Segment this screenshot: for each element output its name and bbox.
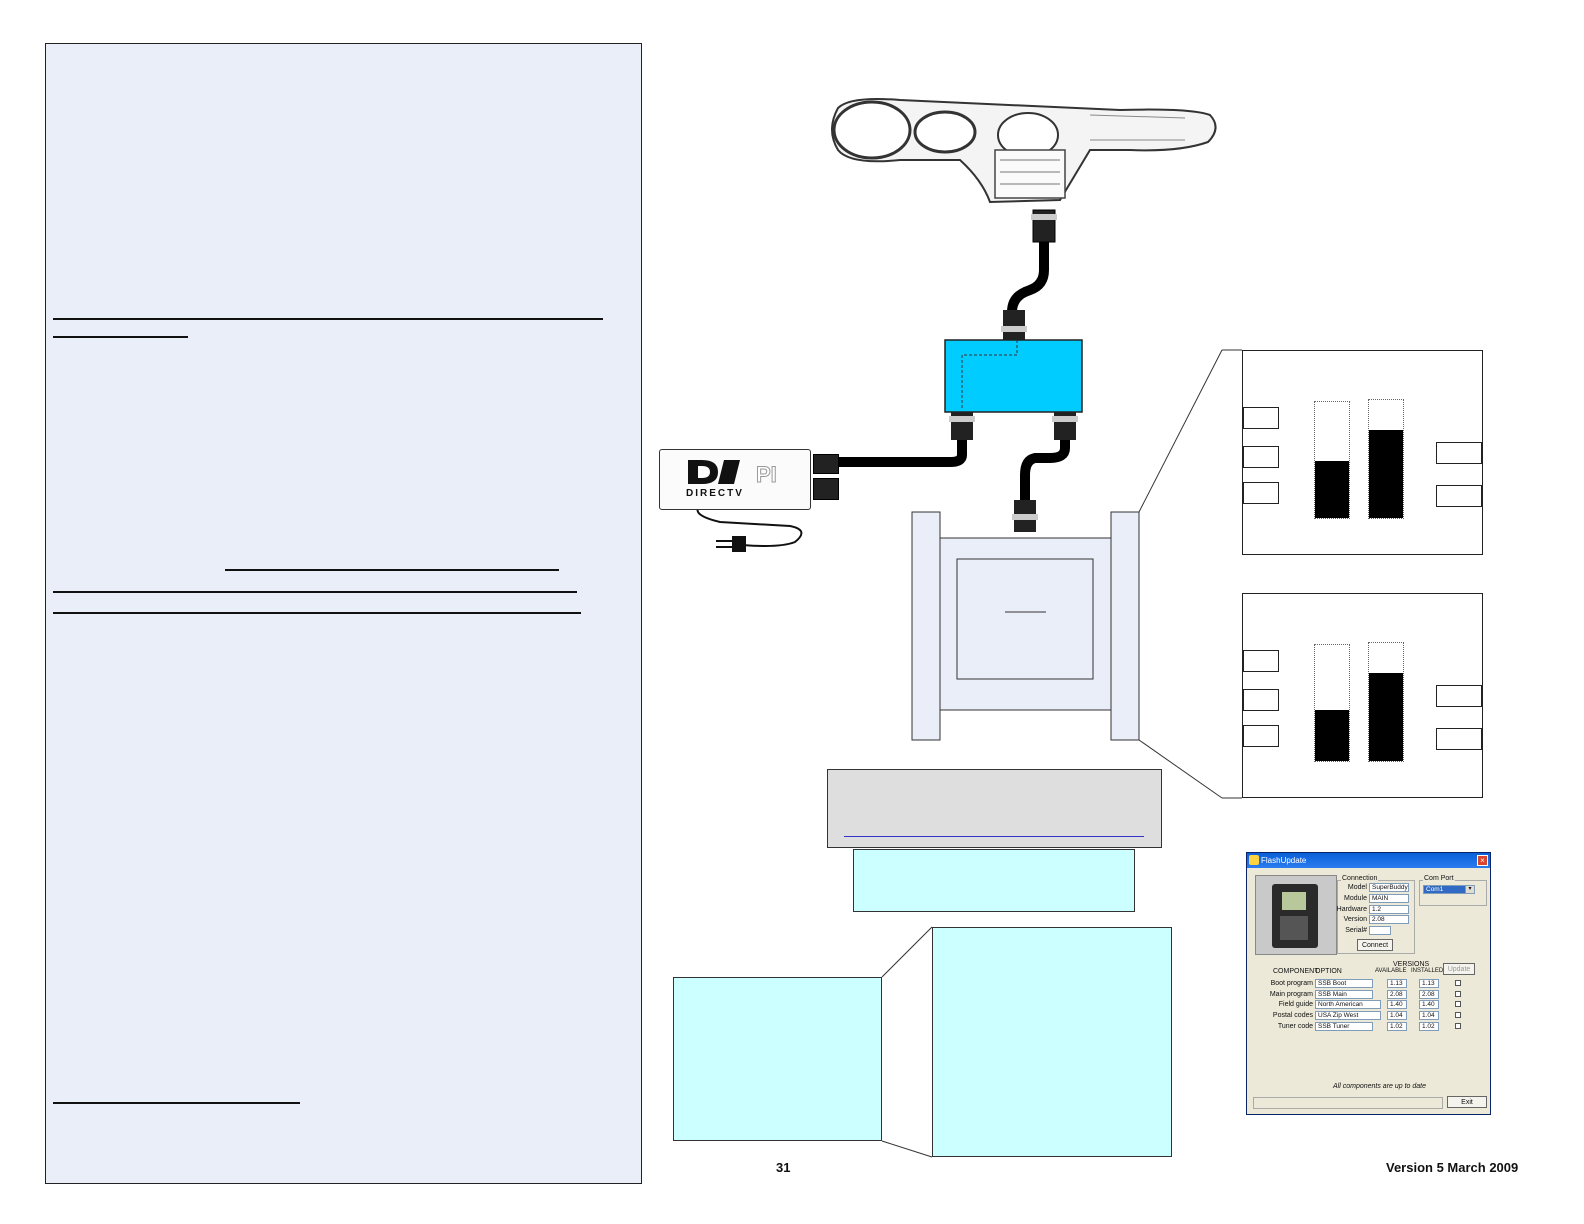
zoom-lines bbox=[881, 926, 933, 1158]
update-checkbox[interactable] bbox=[1455, 1012, 1461, 1018]
update-checkbox[interactable] bbox=[1455, 1023, 1461, 1029]
model-label: Model bbox=[1347, 884, 1367, 891]
device-connectors bbox=[811, 452, 839, 500]
update-checkbox[interactable] bbox=[1455, 980, 1461, 986]
serial-field[interactable] bbox=[1369, 926, 1391, 935]
exit-button[interactable]: Exit bbox=[1447, 1096, 1487, 1108]
signal-bar-fill bbox=[1315, 709, 1349, 761]
signal-bar-fill bbox=[1369, 429, 1403, 518]
signal-gauge-panel bbox=[1242, 593, 1483, 798]
signal-bar-fill bbox=[1315, 461, 1349, 518]
col-component: COMPONENT bbox=[1273, 968, 1319, 975]
versions-label: VERSIONS bbox=[1393, 961, 1430, 968]
option-select[interactable]: USA Zip West bbox=[1315, 1011, 1381, 1020]
connect-button[interactable]: Connect bbox=[1357, 939, 1393, 951]
underline-rule bbox=[53, 318, 603, 320]
version-label: Version bbox=[1343, 916, 1367, 923]
module-label: Module bbox=[1344, 895, 1367, 902]
component-label: Main program bbox=[1269, 991, 1313, 998]
signal-bar bbox=[1368, 642, 1404, 762]
component-label: Postal codes bbox=[1272, 1012, 1313, 1019]
option-field: SSB Tuner bbox=[1315, 1022, 1373, 1031]
signal-bar bbox=[1314, 644, 1350, 762]
option-select[interactable]: North American bbox=[1315, 1000, 1381, 1009]
component-label: Field guide bbox=[1278, 1001, 1313, 1008]
installed-version: 2.08 bbox=[1419, 990, 1439, 999]
signal-bar bbox=[1314, 401, 1350, 519]
note-box bbox=[827, 769, 1162, 848]
installed-version: 1.02 bbox=[1419, 1022, 1439, 1031]
available-version: 1.40 bbox=[1387, 1000, 1407, 1009]
progress-bar bbox=[1253, 1097, 1443, 1109]
available-version: 1.04 bbox=[1387, 1011, 1407, 1020]
col-available: AVAILABLE bbox=[1375, 968, 1407, 974]
signal-bar bbox=[1368, 399, 1404, 519]
serial-label: Serial# bbox=[1345, 927, 1367, 934]
flash-update-window: FlashUpdate × Connection Model SuperBudd… bbox=[1246, 852, 1491, 1115]
callout-box bbox=[673, 977, 882, 1141]
splitter-icon bbox=[944, 339, 1083, 413]
close-icon[interactable]: × bbox=[1477, 855, 1488, 866]
com-port-group-label: Com Port bbox=[1423, 875, 1455, 882]
page-number: 31 bbox=[776, 1160, 791, 1175]
col-installed: INSTALLED bbox=[1411, 968, 1444, 974]
wiring-diagram bbox=[696, 98, 1242, 799]
underline-rule bbox=[53, 336, 188, 338]
available-version: 1.13 bbox=[1387, 979, 1407, 988]
component-label: Tuner code bbox=[1277, 1023, 1313, 1030]
installed-version: 1.13 bbox=[1419, 979, 1439, 988]
signal-bar-fill bbox=[1369, 672, 1403, 761]
status-text: All components are up to date bbox=[1333, 1083, 1427, 1090]
installed-version: 1.40 bbox=[1419, 1000, 1439, 1009]
signal-gauge-panel bbox=[1242, 350, 1483, 555]
callout-box bbox=[932, 927, 1172, 1157]
device-photo bbox=[1255, 875, 1337, 955]
available-version: 1.02 bbox=[1387, 1022, 1407, 1031]
link-underline[interactable] bbox=[844, 836, 1144, 837]
window-title: FlashUpdate bbox=[1261, 856, 1307, 865]
module-field: MAIN bbox=[1369, 894, 1409, 903]
connection-group-label: Connection bbox=[1341, 875, 1379, 882]
directv-logo-icon bbox=[688, 460, 740, 484]
underline-rule bbox=[225, 569, 559, 571]
option-field: SSB Boot bbox=[1315, 979, 1373, 988]
col-option: OPTION bbox=[1315, 968, 1342, 975]
hardware-field: 1.2 bbox=[1369, 905, 1409, 914]
satellite-lnb-icon bbox=[831, 98, 1217, 204]
callout-box bbox=[853, 849, 1135, 912]
component-label: Boot program bbox=[1270, 980, 1313, 987]
window-titlebar: FlashUpdate bbox=[1247, 853, 1490, 868]
option-field: SSB Main bbox=[1315, 990, 1373, 999]
chevron-down-icon[interactable]: ▾ bbox=[1465, 885, 1475, 894]
device-badge: PI bbox=[756, 462, 778, 488]
app-icon bbox=[1249, 855, 1259, 865]
version-field: 2.08 bbox=[1369, 915, 1409, 924]
installed-version: 1.04 bbox=[1419, 1011, 1439, 1020]
underline-rule bbox=[53, 612, 581, 614]
update-button[interactable]: Update bbox=[1443, 963, 1475, 975]
receiver-device: DIRECTV PI bbox=[659, 449, 811, 510]
available-version: 2.08 bbox=[1387, 990, 1407, 999]
model-field: SuperBuddy bbox=[1369, 883, 1409, 892]
underline-rule bbox=[53, 1102, 300, 1104]
update-checkbox[interactable] bbox=[1455, 991, 1461, 997]
device-brand-label: DIRECTV bbox=[686, 488, 744, 499]
version-footer: Version 5 March 2009 bbox=[1386, 1160, 1519, 1175]
hardware-label: Hardware bbox=[1336, 906, 1367, 913]
update-checkbox[interactable] bbox=[1455, 1001, 1461, 1007]
underline-rule bbox=[53, 591, 577, 593]
